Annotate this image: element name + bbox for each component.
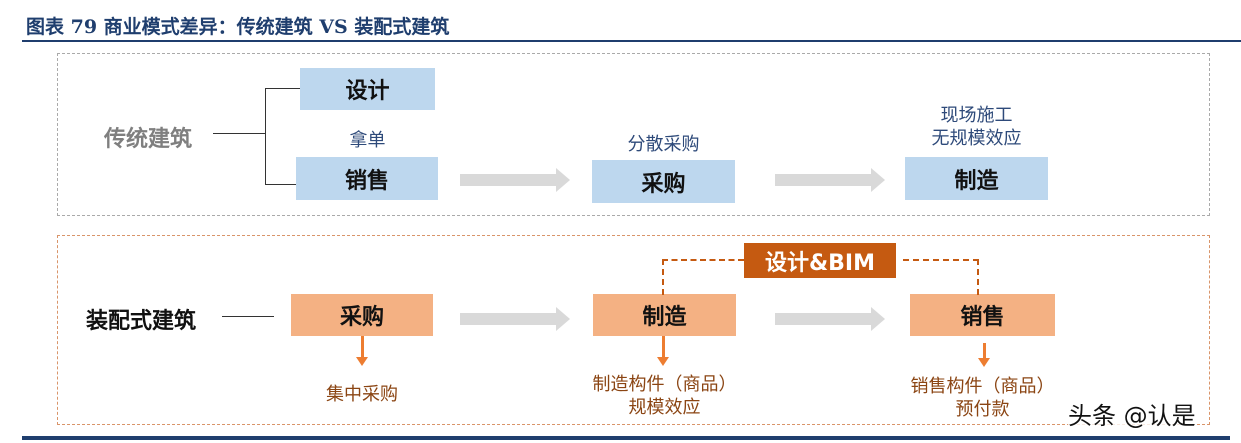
- prefab-sales-note-1: 销售构件（商品）: [910, 376, 1055, 397]
- traditional-frame: [57, 53, 1210, 216]
- down-arrow: [978, 343, 990, 367]
- prefab-sales-note-2: 预付款: [955, 399, 1010, 420]
- manufacture-box: 制造: [905, 157, 1048, 200]
- arrow: [460, 168, 570, 192]
- prefab-purchase-box: 采购: [291, 294, 433, 336]
- prefab-label: 装配式建筑: [86, 309, 197, 334]
- prefab-manufacture-note-1: 制造构件（商品）: [592, 374, 737, 395]
- sales-box: 销售: [296, 157, 438, 200]
- design-bim-box: 设计&BIM: [744, 243, 896, 278]
- connector: [213, 133, 265, 134]
- down-arrow: [356, 336, 368, 366]
- manufacture-note-1: 现场施工: [940, 105, 1013, 126]
- prefab-frame: [57, 235, 1210, 425]
- bim-connector-left: [662, 259, 744, 295]
- sales-note: 拿单: [349, 130, 386, 151]
- prefab-purchase-note: 集中采购: [326, 384, 398, 405]
- watermark: 头条 @认是: [1068, 396, 1196, 431]
- title-rule: [22, 40, 1241, 42]
- purchase-box: 采购: [592, 160, 735, 203]
- arrow: [775, 168, 885, 192]
- connector: [222, 316, 274, 317]
- bim-connector-right: [903, 259, 979, 295]
- traditional-label: 传统建筑: [104, 127, 193, 152]
- prefab-manufacture-note-2: 规模效应: [628, 397, 701, 418]
- bottom-rule: [22, 436, 1230, 440]
- prefab-manufacture-box: 制造: [593, 294, 736, 336]
- design-box: 设计: [300, 68, 435, 110]
- manufacture-note-2: 无规模效应: [931, 128, 1022, 149]
- prefab-sales-box: 销售: [910, 294, 1055, 336]
- figure-title: 图表 79 商业模式差异：传统建筑 VS 装配式建筑: [26, 16, 450, 38]
- down-arrow: [657, 336, 669, 366]
- arrow: [775, 307, 885, 331]
- arrow: [460, 307, 570, 331]
- bracket: [265, 88, 301, 185]
- purchase-note: 分散采购: [627, 134, 700, 155]
